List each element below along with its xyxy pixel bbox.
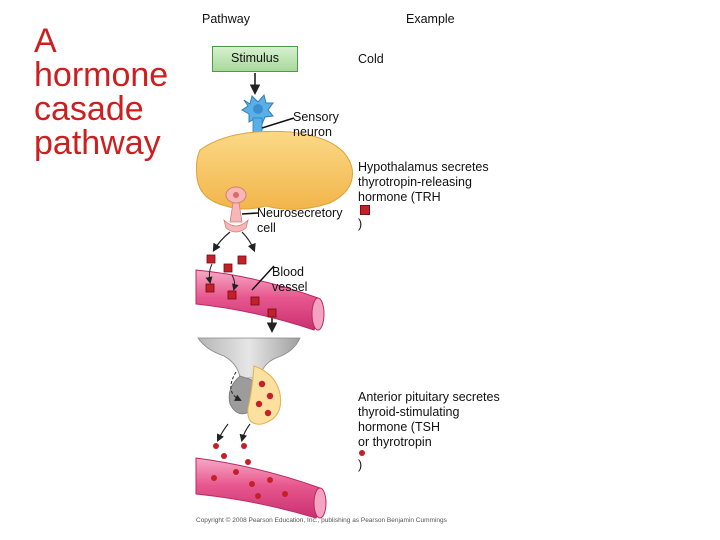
blood-vessel-lower [195,457,322,519]
header-pathway: Pathway [202,12,250,26]
header-example: Example [406,12,455,26]
release-arrow [241,231,256,253]
anterior-pituitary [247,365,282,425]
anterior-pituitary-label: Anterior pituitary secretes thyroid-stim… [358,390,500,472]
trh-square-icon [360,205,370,215]
hypothalamus-label: Hypothalamus secretes thyrotropin-releas… [358,160,489,231]
tsh-molecule-icons-released [213,443,251,465]
tsh-molecule-icons-gland [255,380,274,417]
tsh-molecule-icons-vessel [211,469,288,499]
pituitary-stalk [197,337,301,379]
neurosecretory-cell-icon [223,186,249,233]
title-line: pathway [34,124,161,162]
title-line: hormone [34,56,169,94]
trh-molecule-icons [205,254,277,318]
neurosecretory-cell-label: Neurosecretory cell [257,206,343,235]
title-line: casade [34,90,144,128]
release-arrow [212,231,231,253]
hypothalamus-shape [195,130,354,210]
stimulus-box: Stimulus [212,46,298,72]
tsh-dot-icon [359,450,365,456]
slide-title: A hormone casade pathway [34,24,194,160]
example-stimulus: Cold [358,52,384,66]
blood-vessel-label: Blood vessel [272,265,308,294]
title-line: A [34,22,57,60]
copyright-text: Copyright © 2008 Pearson Education, Inc.… [196,517,447,524]
leader-line [261,117,295,129]
leader-line [251,265,275,291]
sensory-neuron-label: Sensory neuron [293,110,339,139]
leader-line [241,212,259,215]
